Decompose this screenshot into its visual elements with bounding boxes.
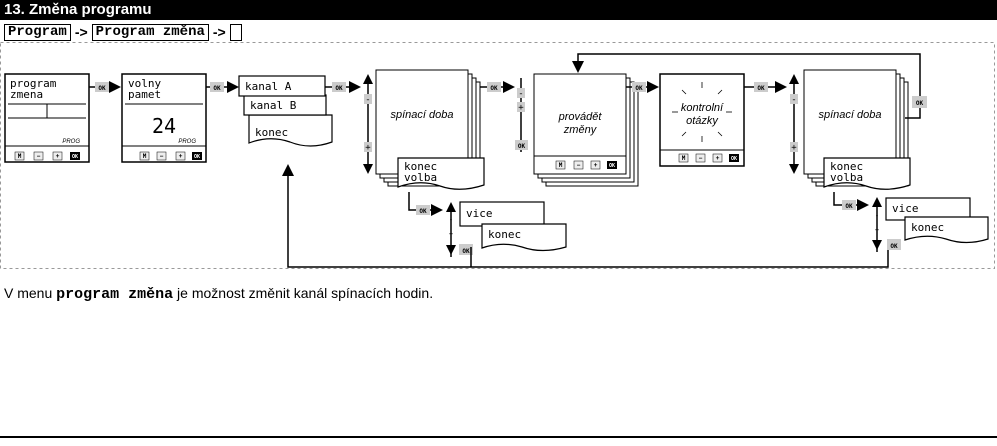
ok-arrow: OK: [206, 81, 239, 93]
breadcrumb-separator: ->: [74, 24, 88, 40]
svg-text:M: M: [559, 162, 563, 169]
svg-text:+: +: [875, 226, 879, 234]
loop-back-arrow-bottom: [282, 164, 889, 268]
svg-text:+: +: [518, 103, 524, 113]
submenu2-vice: vice: [892, 202, 919, 215]
device1-line2: zmena: [10, 88, 43, 101]
key-minus: −: [37, 153, 41, 160]
breadcrumb-separator: ->: [212, 24, 226, 40]
minus-plus-arrow: - +: [363, 74, 373, 174]
key-ok: OK: [72, 154, 78, 160]
svg-text:-: -: [518, 89, 523, 99]
svg-text:+: +: [594, 162, 598, 169]
minus-plus-segment: - + OK: [515, 78, 528, 152]
svg-text:OK: OK: [757, 85, 765, 92]
svg-text:−: −: [699, 155, 703, 162]
svg-text:+: +: [716, 155, 720, 162]
device2-mode: PROG: [178, 139, 196, 145]
program-change-diagram: program zmena PROG M − + OK OK volny pam…: [0, 42, 995, 269]
breadcrumb-program: Program: [4, 23, 71, 41]
description-suffix: je možnost změnit kanál spínacích hodin.: [173, 285, 434, 301]
svg-text:+: +: [449, 230, 453, 238]
device2-value: 24: [152, 114, 176, 138]
breadcrumb: Program -> Program změna ->: [4, 23, 242, 41]
submenu1-vice: vice: [466, 207, 493, 220]
ok-arrow: OK: [325, 81, 361, 93]
svg-text:OK: OK: [845, 203, 853, 210]
svg-text:OK: OK: [462, 248, 470, 255]
spinaci-doba-label: spínací doba: [391, 109, 454, 121]
spinaci-doba-label-2: spínací doba: [819, 109, 882, 121]
breadcrumb-program-zmena: Program změna: [91, 23, 209, 41]
svg-text:OK: OK: [419, 208, 427, 215]
svg-text:OK: OK: [890, 243, 898, 250]
svg-text:−: −: [577, 162, 581, 169]
ok-label: OK: [98, 85, 106, 92]
section-title: 13. Změna programu: [0, 0, 997, 20]
minus-plus-arrow: - +: [789, 74, 799, 174]
bottom-rule: [0, 436, 997, 438]
svg-text:-: -: [791, 95, 796, 105]
ok-arrow: OK: [744, 81, 787, 93]
svg-text:+: +: [791, 143, 797, 153]
kontrolni-otazky-device: kontrolní otázky M − + OK: [659, 73, 745, 167]
provadet-line2: změny: [563, 124, 598, 136]
menu-kanal-b: kanal B: [250, 99, 297, 112]
spinaci-doba-stack-2: spínací doba konec volba: [803, 69, 911, 190]
channel-menu: konec kanal B kanal A: [238, 75, 333, 147]
ok-arrow: OK: [626, 81, 659, 93]
device2-line1: volny: [128, 77, 161, 90]
menu-kanal-a: kanal A: [245, 80, 292, 93]
device1-line1: program: [10, 77, 57, 90]
ok-arrow: OK: [480, 81, 515, 93]
device-volny-pamet: volny pamet 24 PROG M − + OK: [121, 73, 207, 163]
description-code: program změna: [56, 286, 174, 303]
svg-text:-: -: [875, 212, 879, 220]
svg-text:M: M: [682, 155, 686, 162]
svg-text:-: -: [449, 216, 453, 224]
kontrolni-line1: kontrolní: [681, 102, 724, 114]
spinaci2-tab-konec: konec: [830, 160, 863, 173]
key-menu: M: [18, 153, 22, 160]
svg-text:M: M: [143, 153, 147, 160]
device2-line2: pamet: [128, 88, 161, 101]
menu-konec: konec: [255, 126, 288, 139]
svg-text:OK: OK: [194, 154, 200, 160]
svg-text:OK: OK: [916, 100, 924, 107]
spinaci2-tab-volba: volba: [830, 171, 863, 184]
loop-back-arrow-top: OK: [572, 53, 927, 119]
svg-text:OK: OK: [635, 85, 643, 92]
diagram-frame: [0, 42, 995, 269]
provadet-line1: provádět: [558, 111, 603, 123]
spinaci-tab-volba: volba: [404, 171, 437, 184]
ok-arrow: OK: [89, 81, 121, 93]
spinaci-doba-stack: spínací doba konec volba: [375, 69, 485, 190]
sub-menu-1: OK - + vice konec OK: [408, 192, 567, 267]
submenu1-konec: konec: [488, 228, 521, 241]
svg-text:OK: OK: [213, 85, 221, 92]
svg-text:+: +: [179, 153, 183, 160]
submenu2-konec: konec: [911, 221, 944, 234]
kontrolni-line2: otázky: [686, 115, 719, 127]
key-plus: +: [56, 153, 60, 160]
svg-text:-: -: [365, 95, 370, 105]
svg-text:+: +: [365, 143, 371, 153]
svg-text:OK: OK: [609, 163, 615, 169]
svg-text:−: −: [160, 153, 164, 160]
svg-text:OK: OK: [335, 85, 343, 92]
svg-text:OK: OK: [490, 85, 498, 92]
sub-menu-2: OK - + vice konec OK: [833, 192, 989, 252]
spinaci-tab-konec: konec: [404, 160, 437, 173]
description-prefix: V menu: [4, 285, 57, 301]
device-program-zmena: program zmena PROG M − + OK: [4, 73, 90, 163]
provadet-zmeny-stack: provádět změny M − + OK: [533, 73, 639, 187]
description-text: V menu program změna je možnost změnit k…: [4, 285, 433, 303]
svg-text:OK: OK: [518, 143, 526, 150]
device1-mode: PROG: [62, 139, 80, 145]
svg-text:OK: OK: [731, 156, 737, 162]
breadcrumb-empty-box: [229, 23, 242, 41]
